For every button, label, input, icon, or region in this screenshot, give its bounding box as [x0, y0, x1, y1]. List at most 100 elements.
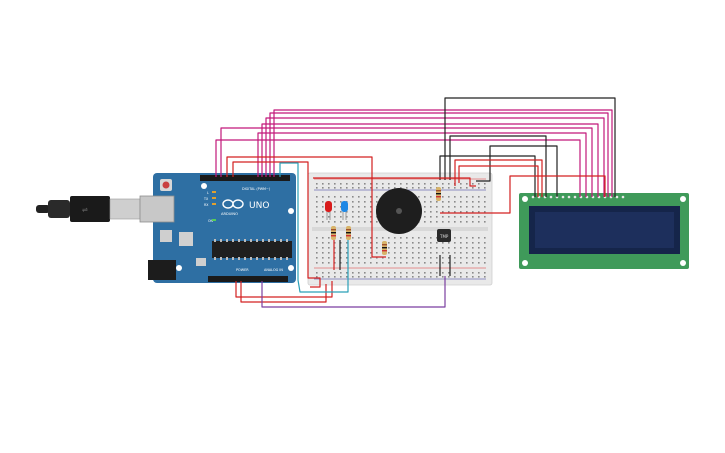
arduino-uno-board[interactable]: UNO ARDUINO DIGITAL (PWM~) POWER ANALOG … [139, 173, 296, 283]
resistor-1[interactable] [331, 226, 336, 240]
wire-red-5[interactable] [226, 156, 386, 258]
breadboard-hole [424, 247, 426, 249]
breadboard-hole [466, 272, 468, 274]
breadboard-hole [406, 242, 408, 244]
wire-magenta-3[interactable] [261, 123, 599, 197]
breadboard-hole [316, 276, 318, 278]
breadboard-hole [328, 262, 330, 264]
breadboard-hole [376, 201, 378, 203]
breadboard-hole [484, 272, 486, 274]
breadboard-hole [436, 237, 438, 239]
breadboard-hole [418, 196, 420, 198]
wire-magenta-5[interactable] [269, 112, 609, 197]
breadboard-hole [466, 187, 468, 189]
breadboard-hole [340, 242, 342, 244]
wire-red-7[interactable] [232, 161, 321, 288]
breadboard-hole [316, 237, 318, 239]
led-red[interactable] [325, 201, 332, 220]
wire-black-4[interactable] [476, 145, 558, 197]
resistor-4[interactable] [436, 187, 441, 201]
breadboard-hole [376, 187, 378, 189]
breadboard-hole [352, 272, 354, 274]
breadboard-hole [478, 216, 480, 218]
breadboard-hole [430, 187, 432, 189]
breadboard-hole [316, 216, 318, 218]
wire-cyan-1[interactable] [279, 162, 349, 293]
breadboard-hole [406, 187, 408, 189]
lcd-screen [535, 212, 674, 248]
wire-red-2[interactable] [458, 165, 539, 197]
breadboard-hole [442, 221, 444, 223]
wire-magenta-6[interactable] [273, 109, 613, 197]
breadboard-hole [436, 206, 438, 208]
breadboard-hole [454, 237, 456, 239]
wire-red-4[interactable] [313, 177, 476, 187]
breadboard-hole [340, 187, 342, 189]
wire-magenta-1[interactable] [215, 139, 581, 197]
breadboard-hole [424, 262, 426, 264]
breadboard-hole [382, 262, 384, 264]
breadboard-hole [364, 201, 366, 203]
breadboard-hole [472, 183, 474, 185]
piezo-buzzer[interactable] [376, 188, 422, 234]
breadboard-hole [430, 247, 432, 249]
wire-black-1[interactable] [444, 97, 616, 197]
wire-magenta-4[interactable] [265, 117, 605, 197]
breadboard-hole [412, 272, 414, 274]
breadboard-hole [394, 237, 396, 239]
breadboard-hole [346, 187, 348, 189]
breadboard-hole [382, 257, 384, 259]
breadboard-hole [418, 187, 420, 189]
breadboard-hole [412, 242, 414, 244]
led-blue[interactable] [341, 201, 348, 220]
wire-red-6[interactable] [235, 281, 333, 298]
breadboard-hole [364, 242, 366, 244]
temperature-sensor[interactable]: TMP [437, 229, 451, 242]
breadboard-hole [478, 247, 480, 249]
wire-black-2[interactable] [449, 135, 547, 197]
wire-magenta-7[interactable] [257, 132, 587, 197]
usb-cable[interactable]: ⇌ [36, 196, 141, 222]
breadboard-hole [328, 196, 330, 198]
breadboard-hole [484, 252, 486, 254]
lcd-display[interactable] [519, 193, 689, 269]
breadboard-hole [406, 252, 408, 254]
wire-magenta-2[interactable] [220, 127, 593, 197]
breadboard-hole [340, 211, 342, 213]
breadboard-hole [394, 272, 396, 274]
breadboard-hole [478, 196, 480, 198]
breadboard-hole [454, 247, 456, 249]
breadboard-hole [478, 276, 480, 278]
resistor-2[interactable] [346, 226, 351, 240]
wire-red-8[interactable] [240, 281, 327, 303]
wire-purple-1[interactable] [261, 276, 446, 308]
wire-red-1[interactable] [454, 159, 543, 197]
breadboard-hole [484, 237, 486, 239]
breadboard-hole [370, 257, 372, 259]
breadboard-hole [394, 242, 396, 244]
breadboard-hole [388, 242, 390, 244]
breadboard-hole [316, 252, 318, 254]
breadboard-hole [412, 183, 414, 185]
breadboard-hole [448, 257, 450, 259]
breadboard-hole [370, 201, 372, 203]
breadboard-hole [460, 237, 462, 239]
breadboard-hole [346, 257, 348, 259]
breadboard-hole [442, 187, 444, 189]
breadboard-hole [388, 183, 390, 185]
breadboard-hole [340, 206, 342, 208]
breadboard-hole [436, 272, 438, 274]
breadboard-hole [334, 211, 336, 213]
breadboard-hole [370, 242, 372, 244]
breadboard-hole [460, 216, 462, 218]
breadboard-hole [328, 187, 330, 189]
breadboard-hole [382, 272, 384, 274]
breadboard-hole [442, 252, 444, 254]
wire-red-3[interactable] [440, 175, 606, 214]
resistor-3[interactable] [382, 241, 387, 255]
breadboard-hole [430, 211, 432, 213]
breadboard-hole [352, 262, 354, 264]
breadboard-hole [472, 196, 474, 198]
breadboard-hole [478, 187, 480, 189]
